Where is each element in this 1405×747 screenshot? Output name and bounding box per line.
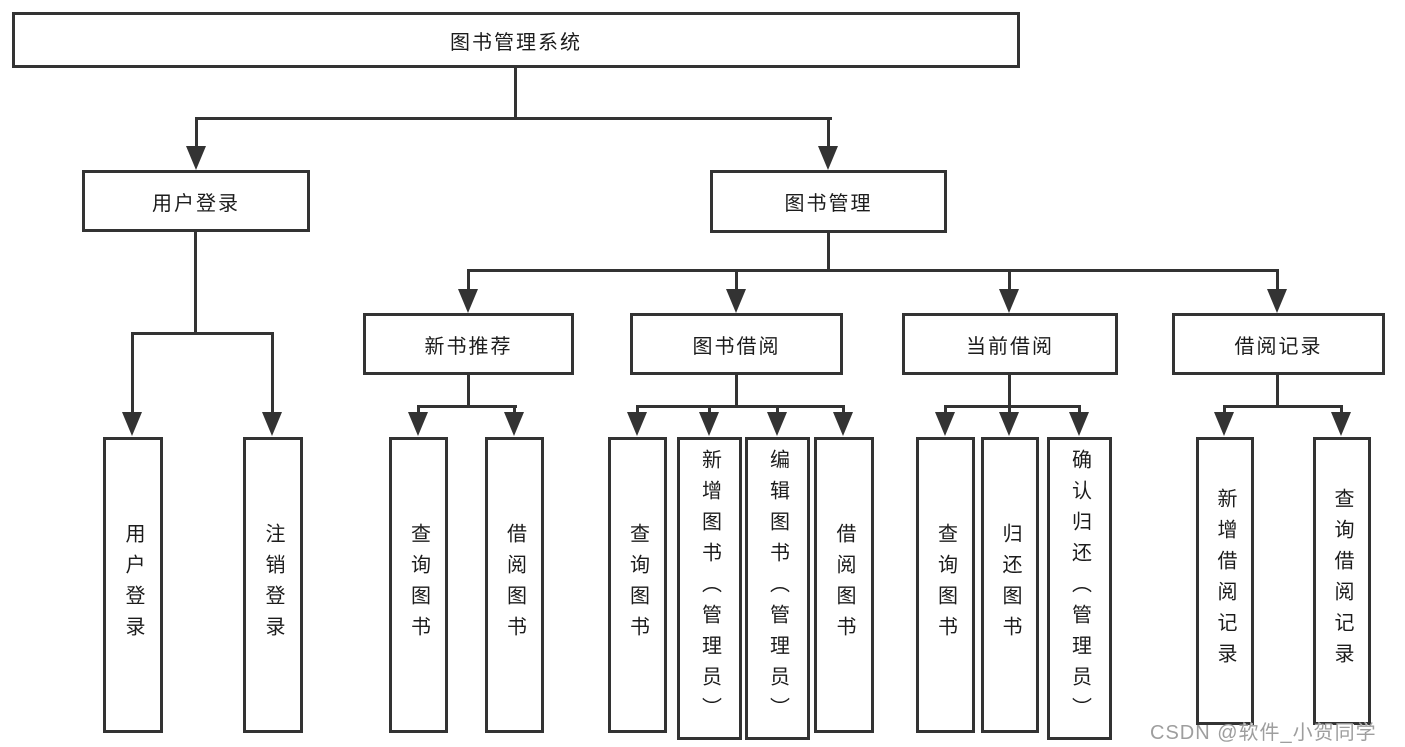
arrow-down-icon [833, 412, 853, 436]
connector-newbook-stem [467, 375, 470, 408]
leaf-cb-confirm-return-admin: 确认归还（管理员） [1047, 437, 1112, 740]
leaf-logout-label: 注销登录 [262, 523, 284, 647]
connector-bookborrow-arm4 [842, 405, 845, 415]
arrow-down-icon [935, 412, 955, 436]
leaf-nb-borrow-books: 借阅图书 [485, 437, 544, 733]
leaf-cb-query-books-label: 查询图书 [934, 523, 957, 647]
leaf-bb-add-books-admin-label: 新增图书（管理员） [698, 449, 721, 728]
arrow-down-icon [1331, 412, 1351, 436]
leaf-bb-edit-books-admin: 编辑图书（管理员） [745, 437, 810, 740]
node-user-login: 用户登录 [82, 170, 310, 232]
node-user-login-label: 用户登录 [152, 192, 240, 215]
connector-userlogin-arm2 [271, 332, 274, 414]
csdn-watermark: CSDN @软件_小贺同学 [1150, 722, 1377, 744]
leaf-user-login: 用户登录 [103, 437, 163, 733]
arrow-down-icon [504, 412, 524, 436]
connector-newbook-bar [417, 405, 517, 408]
node-root-system: 图书管理系统 [12, 12, 1020, 68]
connector-bookmgmt-arm3 [1008, 269, 1011, 291]
node-new-book-recommend: 新书推荐 [363, 313, 574, 375]
connector-bookborrow-arm2 [708, 405, 711, 415]
node-book-management: 图书管理 [710, 170, 947, 233]
arrow-down-icon [458, 289, 478, 313]
arrow-down-icon [408, 412, 428, 436]
connector-currentborrow-stem [1008, 375, 1011, 408]
node-borrowing-records: 借阅记录 [1172, 313, 1385, 375]
arrow-down-icon [767, 412, 787, 436]
leaf-nb-query-books-label: 查询图书 [407, 523, 430, 647]
connector-currentborrow-arm2 [1008, 405, 1011, 415]
node-current-borrowing: 当前借阅 [902, 313, 1118, 375]
node-book-borrowing-label: 图书借阅 [692, 335, 781, 358]
connector-newbook-arm2 [513, 405, 516, 415]
connector-bookborrow-arm3 [776, 405, 779, 415]
arrow-down-icon [1069, 412, 1089, 436]
arrow-down-icon [699, 412, 719, 436]
leaf-user-login-label: 用户登录 [122, 523, 144, 647]
leaf-cb-confirm-return-admin-label: 确认归还（管理员） [1068, 449, 1091, 728]
leaf-bb-query-books-label: 查询图书 [626, 523, 649, 647]
arrow-down-icon [818, 146, 838, 170]
connector-root-stem [514, 67, 517, 119]
node-book-borrowing: 图书借阅 [630, 313, 843, 375]
connector-records-arm1 [1223, 405, 1226, 415]
connector-bookmgmt-arm2 [735, 269, 738, 291]
node-borrowing-records-label: 借阅记录 [1234, 335, 1323, 358]
connector-newbook-arm1 [417, 405, 420, 415]
connector-bookborrow-stem [735, 375, 738, 408]
leaf-br-add-record-label: 新增借阅记录 [1214, 488, 1236, 674]
arrow-down-icon [999, 412, 1019, 436]
leaf-nb-query-books: 查询图书 [389, 437, 448, 733]
connector-currentborrow-arm1 [944, 405, 947, 415]
leaf-bb-edit-books-admin-label: 编辑图书（管理员） [766, 449, 789, 728]
connector-bookmgmt-arm1 [467, 269, 470, 291]
connector-userlogin-bar [131, 332, 274, 335]
connector-records-bar [1223, 405, 1343, 408]
connector-records-arm2 [1340, 405, 1343, 415]
arrow-down-icon [999, 289, 1019, 313]
leaf-bb-query-books: 查询图书 [608, 437, 667, 733]
connector-userlogin-stem [194, 232, 197, 335]
connector-currentborrow-bar [944, 405, 1081, 408]
connector-currentborrow-arm3 [1078, 405, 1081, 415]
connector-root-arm-left [195, 117, 198, 150]
arrow-down-icon [186, 146, 206, 170]
arrow-down-icon [1267, 289, 1287, 313]
connector-records-stem [1276, 375, 1279, 408]
connector-bookborrow-bar [636, 405, 844, 408]
arrow-down-icon [1214, 412, 1234, 436]
leaf-bb-borrow-books-label: 借阅图书 [833, 523, 855, 647]
leaf-br-query-record-label: 查询借阅记录 [1331, 488, 1353, 674]
leaf-br-add-record: 新增借阅记录 [1196, 437, 1254, 725]
leaf-cb-query-books: 查询图书 [916, 437, 975, 733]
node-new-book-recommend-label: 新书推荐 [424, 335, 513, 358]
connector-root-bar [195, 117, 832, 120]
leaf-bb-borrow-books: 借阅图书 [814, 437, 874, 733]
leaf-nb-borrow-books-label: 借阅图书 [503, 523, 526, 647]
arrow-down-icon [122, 412, 142, 436]
connector-bookborrow-arm1 [636, 405, 639, 415]
connector-root-arm-right [827, 117, 830, 150]
leaf-logout: 注销登录 [243, 437, 303, 733]
node-current-borrowing-label: 当前借阅 [966, 335, 1054, 358]
connector-bookmgmt-stem [827, 233, 830, 272]
arrow-down-icon [262, 412, 282, 436]
arrow-down-icon [627, 412, 647, 436]
leaf-bb-add-books-admin: 新增图书（管理员） [677, 437, 742, 740]
leaf-cb-return-books-label: 归还图书 [999, 523, 1021, 647]
node-book-management-label: 图书管理 [784, 193, 873, 215]
connector-bookmgmt-bar [467, 269, 1279, 272]
node-root-label: 图书管理系统 [450, 31, 582, 54]
leaf-cb-return-books: 归还图书 [981, 437, 1039, 733]
connector-userlogin-arm1 [131, 332, 134, 414]
connector-bookmgmt-arm4 [1276, 269, 1279, 291]
arrow-down-icon [726, 289, 746, 313]
leaf-br-query-record: 查询借阅记录 [1313, 437, 1371, 725]
